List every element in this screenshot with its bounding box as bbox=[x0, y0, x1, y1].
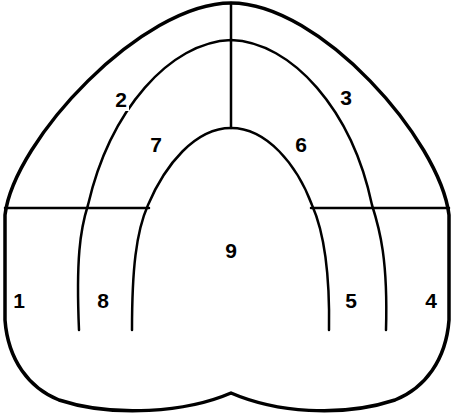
left-divider bbox=[5, 207, 149, 210]
callout-number: 7 bbox=[148, 133, 164, 156]
callout-number: 1 bbox=[11, 289, 27, 312]
inner-arch-line bbox=[132, 128, 329, 330]
callout-number: 4 bbox=[423, 289, 439, 312]
callout-number: 5 bbox=[343, 289, 359, 312]
outer-outline bbox=[5, 3, 449, 411]
callout-number: 9 bbox=[223, 239, 239, 262]
callout-number: 3 bbox=[338, 86, 354, 109]
callout-number: 8 bbox=[95, 289, 111, 312]
callout-number: 6 bbox=[293, 133, 309, 156]
callout-number: 2 bbox=[113, 88, 129, 111]
right-divider bbox=[311, 207, 449, 210]
midline-divider bbox=[230, 3, 233, 128]
